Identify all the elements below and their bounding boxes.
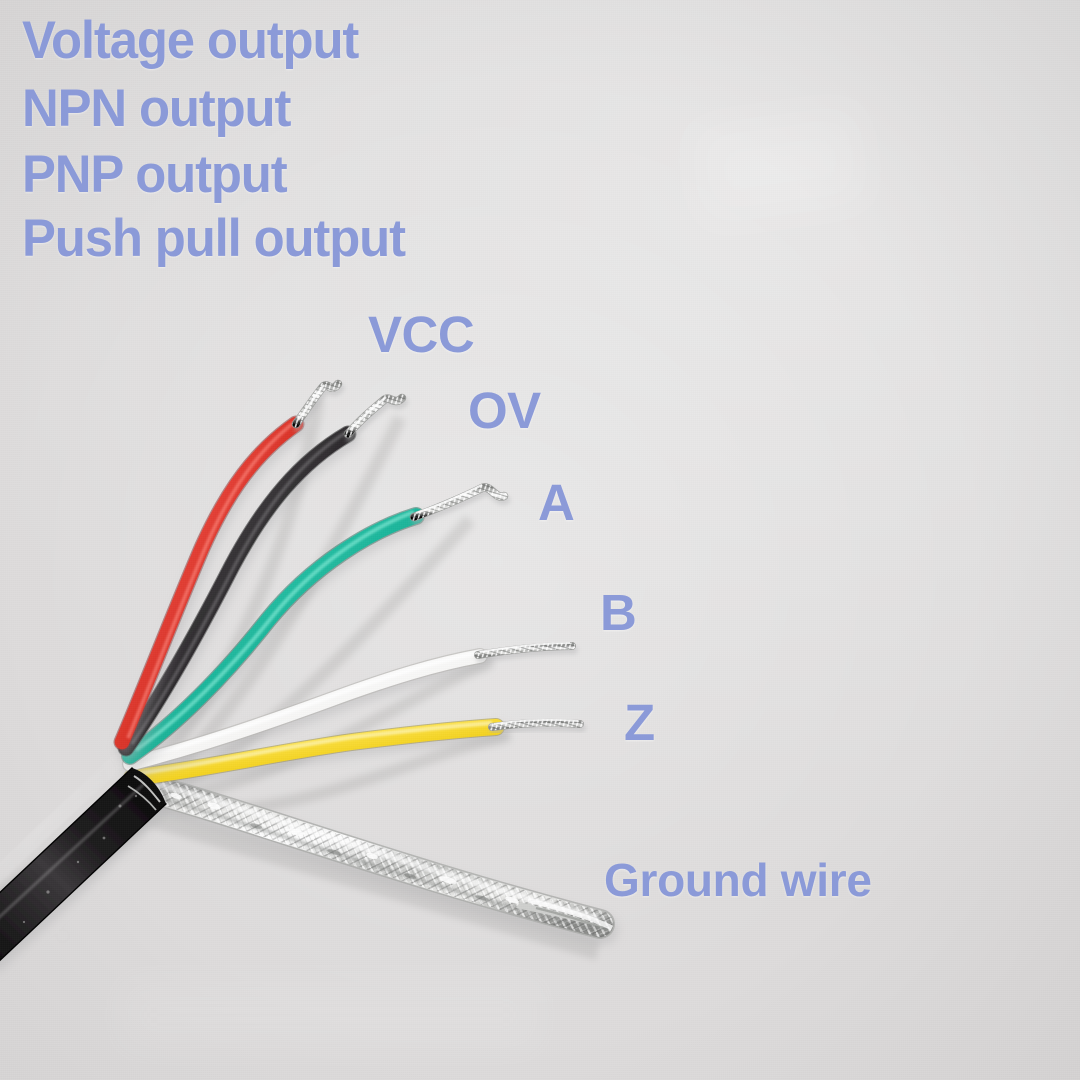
label-pin-b: B — [600, 584, 637, 641]
red-wire-stripped-tip — [291, 379, 343, 429]
green-wire — [121, 507, 425, 765]
black-wire-stripped-tip — [343, 393, 407, 439]
label-pin-a: A — [538, 474, 575, 531]
green-wire-stripped-tip — [409, 483, 509, 522]
label-pin-vcc: VCC — [368, 306, 475, 363]
label-voltage-output: Voltage output — [22, 11, 359, 70]
label-pin-z: Z — [624, 694, 655, 751]
label-ground-wire: Ground wire — [604, 854, 872, 906]
black-wire — [117, 425, 357, 757]
label-push-pull-output: Push pull output — [22, 209, 406, 268]
label-pnp-output: PNP output — [22, 145, 288, 204]
yellow-wire-stripped-tip — [488, 719, 584, 731]
cable-outer-jacket — [0, 738, 167, 962]
white-wire-stripped-tip — [474, 642, 576, 659]
white-wire — [122, 648, 488, 772]
label-pin-0v: OV — [468, 382, 541, 439]
red-wire — [113, 415, 305, 751]
label-npn-output: NPN output — [22, 79, 291, 138]
yellow-wire — [123, 718, 505, 787]
braided-shield-ground-wire — [125, 771, 615, 939]
